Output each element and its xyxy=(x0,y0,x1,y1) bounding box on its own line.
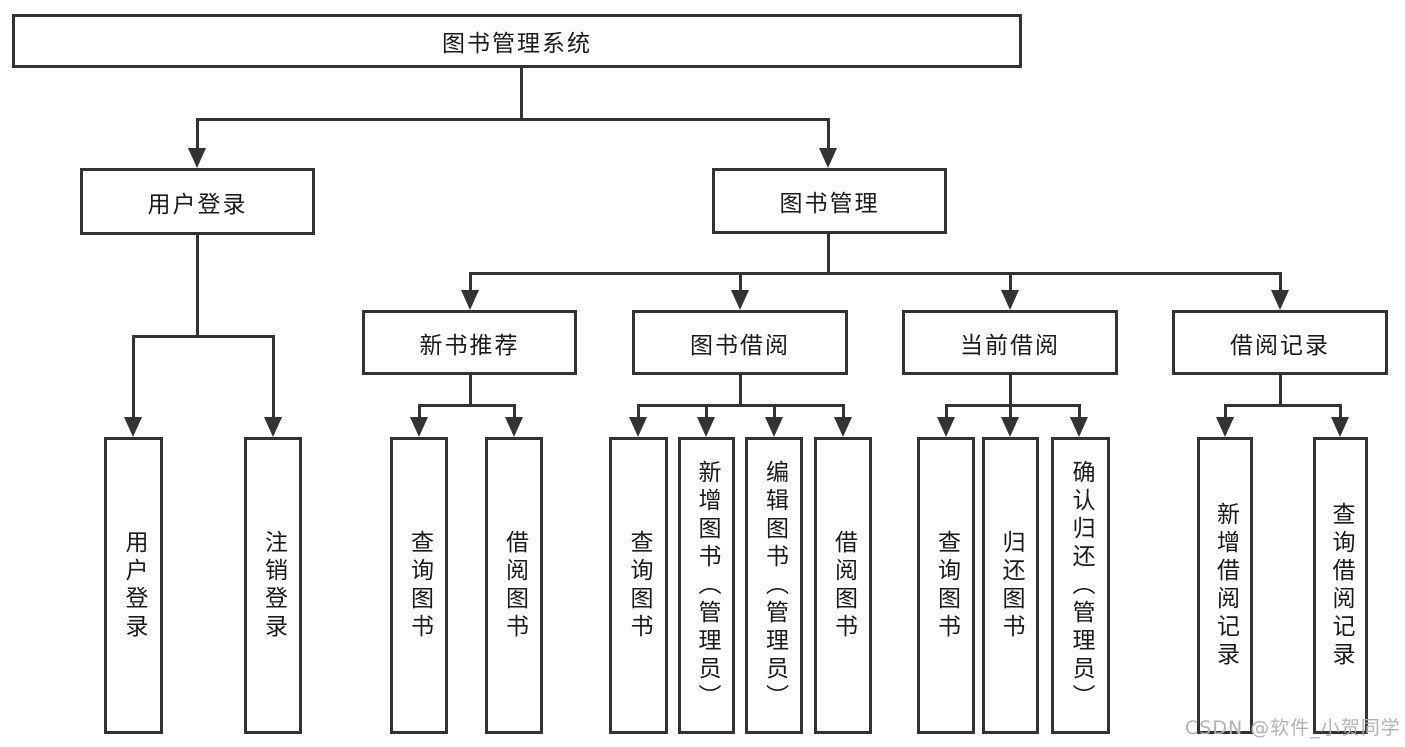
arrow-down-icon xyxy=(1001,417,1019,437)
arrow-down-icon xyxy=(264,417,282,437)
connector-level3-bus xyxy=(469,272,1282,275)
connector-root-stem xyxy=(520,68,523,121)
node-borrow-record-label: 借阅记录 xyxy=(1230,332,1330,359)
arrow-down-icon xyxy=(1070,417,1088,437)
node-user-login-label: 用户登录 xyxy=(147,191,248,218)
connector-drop xyxy=(842,404,845,421)
arrow-down-icon xyxy=(188,148,206,168)
leaf-query-borrow-record: 查询借阅记录 xyxy=(1313,437,1368,734)
connector-drop xyxy=(1078,404,1081,421)
node-root-label: 图书管理系统 xyxy=(442,31,592,57)
leaf-current-query-book-label: 查询图书 xyxy=(933,529,960,642)
node-book-management: 图书管理 xyxy=(712,168,947,234)
node-root: 图书管理系统 xyxy=(12,14,1022,68)
connector-book-borrow-bus xyxy=(637,404,845,407)
connector-current-borrow-bus xyxy=(945,404,1081,407)
leaf-add-borrow-record-label: 新增借阅记录 xyxy=(1212,501,1239,670)
node-book-borrow-label: 图书借阅 xyxy=(690,332,790,359)
leaf-borrow-query-book-label: 查询图书 xyxy=(626,529,652,642)
connector-borrow-record-stem xyxy=(1279,375,1282,407)
leaf-edit-book-admin: 编辑图书（管理员） xyxy=(745,437,803,734)
arrow-down-icon xyxy=(629,417,647,437)
arrow-down-icon xyxy=(731,290,749,310)
connector-book-management-stem xyxy=(827,234,830,275)
node-new-book-recommend: 新书推荐 xyxy=(362,310,577,375)
arrow-down-icon xyxy=(937,417,955,437)
arrow-down-icon xyxy=(1001,290,1019,310)
leaf-logout-label: 注销登录 xyxy=(260,529,287,642)
leaf-recommend-query-book-label: 查询图书 xyxy=(406,529,433,642)
arrow-down-icon xyxy=(1331,417,1349,437)
connector-drop xyxy=(418,404,421,421)
node-current-borrow-label: 当前借阅 xyxy=(960,332,1060,359)
connector-drop xyxy=(1009,404,1012,421)
leaf-current-query-book: 查询图书 xyxy=(917,437,975,734)
leaf-confirm-return-admin-label: 确认归还（管理员） xyxy=(1068,459,1094,712)
arrow-down-icon xyxy=(1271,290,1289,310)
connector-user-login-bus xyxy=(132,335,275,338)
connector-new-book-recommend-stem xyxy=(469,375,472,407)
connector-book-borrow-stem xyxy=(739,375,742,407)
connector-drop-book-management xyxy=(827,118,830,152)
connector-current-borrow-stem xyxy=(1009,375,1012,407)
connector-drop xyxy=(1224,404,1227,421)
leaf-confirm-return-admin: 确认归还（管理员） xyxy=(1051,437,1110,734)
connector-user-login-stem xyxy=(196,235,199,338)
leaf-user-login: 用户登录 xyxy=(104,437,163,734)
node-new-book-recommend-label: 新书推荐 xyxy=(419,332,520,359)
leaf-add-book-admin: 新增图书（管理员） xyxy=(678,437,735,734)
connector-drop xyxy=(513,404,516,421)
connector-drop-leaf-logout xyxy=(272,335,275,421)
leaf-query-borrow-record-label: 查询借阅记录 xyxy=(1328,501,1354,670)
arrow-down-icon xyxy=(697,417,715,437)
leaf-borrow-book-label: 借阅图书 xyxy=(830,529,857,642)
node-borrow-record: 借阅记录 xyxy=(1172,310,1388,375)
leaf-add-book-admin-label: 新增图书（管理员） xyxy=(694,459,720,712)
connector-drop xyxy=(637,404,640,421)
leaf-edit-book-admin-label: 编辑图书（管理员） xyxy=(761,459,788,712)
leaf-return-book-label: 归还图书 xyxy=(998,529,1024,642)
arrow-down-icon xyxy=(461,290,479,310)
arrow-down-icon xyxy=(505,417,523,437)
connector-new-book-recommend-bus xyxy=(418,404,516,407)
leaf-return-book: 归还图书 xyxy=(982,437,1039,734)
leaf-recommend-borrow-book: 借阅图书 xyxy=(485,437,543,734)
connector-drop-leaf-user-login xyxy=(132,335,135,421)
leaf-recommend-borrow-book-label: 借阅图书 xyxy=(501,529,528,642)
leaf-borrow-query-book: 查询图书 xyxy=(609,437,668,734)
arrow-down-icon xyxy=(1216,417,1234,437)
connector-drop-borrow-record xyxy=(1279,272,1282,294)
connector-drop-book-borrow xyxy=(739,272,742,294)
connector-drop-new-book-recommend xyxy=(469,272,472,294)
leaf-logout: 注销登录 xyxy=(244,437,302,734)
arrow-down-icon xyxy=(765,417,783,437)
leaf-borrow-book: 借阅图书 xyxy=(814,437,872,734)
leaf-user-login-label: 用户登录 xyxy=(121,529,147,642)
connector-drop-current-borrow xyxy=(1009,272,1012,294)
node-user-login: 用户登录 xyxy=(80,168,315,235)
csdn-watermark: CSDN @软件_小贺同学 xyxy=(1185,717,1401,739)
leaf-recommend-query-book: 查询图书 xyxy=(390,437,448,734)
arrow-down-icon xyxy=(410,417,428,437)
arrow-down-icon xyxy=(124,417,142,437)
connector-drop xyxy=(1339,404,1342,421)
node-book-management-label: 图书管理 xyxy=(779,191,880,217)
connector-level2-bus xyxy=(196,118,830,121)
arrow-down-icon xyxy=(819,148,837,168)
connector-borrow-record-bus xyxy=(1224,404,1341,407)
connector-drop xyxy=(705,404,708,421)
node-book-borrow: 图书借阅 xyxy=(632,310,848,375)
leaf-add-borrow-record: 新增借阅记录 xyxy=(1197,437,1253,734)
connector-drop-user-login xyxy=(196,118,199,152)
connector-drop xyxy=(773,404,776,421)
connector-drop xyxy=(945,404,948,421)
node-current-borrow: 当前借阅 xyxy=(902,310,1118,375)
arrow-down-icon xyxy=(834,417,852,437)
